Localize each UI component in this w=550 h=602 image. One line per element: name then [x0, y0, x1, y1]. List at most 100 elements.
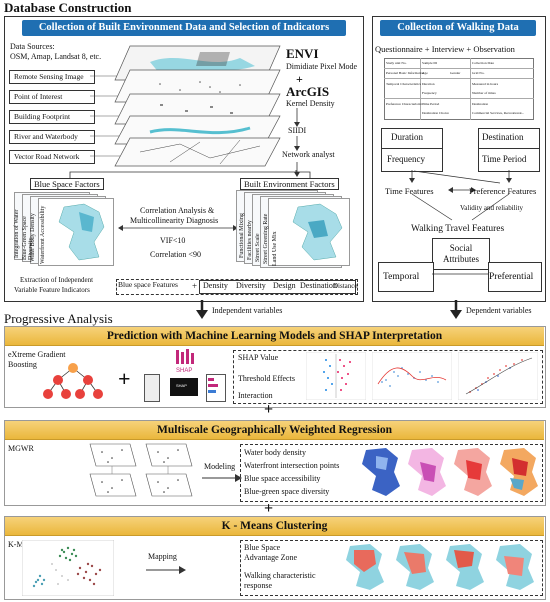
plus-sign-tools: + [296, 72, 303, 86]
shap-logo-text: SHAP [176, 368, 193, 374]
threshold-effects-label: Threshold Effects [238, 374, 295, 383]
feature-destination: Destination [300, 281, 337, 290]
features-box [116, 279, 358, 295]
duration-label: Duration [391, 132, 423, 142]
kmeans-cluster-plot [22, 540, 114, 596]
model-box-label: SHAP [176, 383, 187, 388]
kmeans-output-1-line1: Blue Space [244, 543, 281, 552]
form-cell-5-1: Destination Choice [422, 111, 449, 115]
kmeans-section-header: K - Means Clustering [5, 517, 544, 536]
form-cell-3-2: Number of times [472, 91, 496, 95]
form-cell-3-1: Frequency [422, 91, 437, 95]
form-cell-2-1: Duration [422, 82, 435, 86]
preference-features-label: Preference Features [469, 186, 537, 196]
page-title: Database Construction [4, 0, 132, 15]
siidi-label: SIIDI [288, 126, 307, 135]
built-environment-factors-label: Built Environment Factors [240, 178, 339, 190]
form-cell-4-1: Time Period [422, 102, 440, 106]
frequency-label: Frequency [387, 154, 425, 164]
built-card-label-1: Functional Mixing [239, 213, 245, 258]
built-card-label-3: Street Scale [255, 233, 261, 263]
layer-river-waterbody: River and Waterbody [9, 130, 95, 144]
vif-label: VIF<10 [160, 236, 186, 245]
form-cell-4-2: Destination [472, 102, 489, 106]
walking-travel-features-label: Walking Travel Features [411, 224, 505, 234]
social-attributes-box [432, 238, 490, 270]
layer-poi: Point of Interest [9, 90, 95, 104]
stacked-map-layers [90, 45, 281, 167]
independent-variables-arrow [196, 300, 208, 319]
form-cell-2-2: Measured in hours [472, 82, 499, 86]
built-card-label-4: Street Greening Rate [263, 213, 269, 264]
xgboost-label-line2: Boosting [8, 360, 37, 369]
destination-label: Destination [482, 132, 524, 142]
modeling-label: Modeling [204, 462, 236, 471]
extraction-line1: Extraction of Independent [20, 276, 94, 284]
correlation-threshold-label: Correlation <90 [150, 250, 201, 259]
built-card-label-5: Land Use Mix [272, 231, 278, 266]
ml-outputs-box [233, 350, 543, 404]
mgwr-output-1: Water body density [244, 448, 307, 457]
plus-between-mgwr-kmeans: + [264, 500, 274, 517]
layer-remote-sensing: Remote Sensing Image [9, 70, 95, 84]
form-cell-5-2: Commercial Services, Recreational... [472, 111, 525, 115]
blue-space-features-label: Blue space Features [118, 280, 178, 289]
collection-methods: Questionnaire + Interview + Observation [375, 44, 515, 54]
built-card-label-2: Facilities nearby [247, 220, 253, 260]
blue-card-label-1: Integration of Water [14, 209, 20, 258]
time-features-label: Time Features [385, 186, 434, 196]
mgwr-label: MGWR [8, 444, 34, 453]
correlation-analysis-line2: Multicollinearity Diagnosis [130, 216, 219, 225]
arcgis-subtitle: Kernel Density [286, 99, 335, 108]
form-cell-1-1: Age [422, 71, 428, 75]
built-factor-cards [236, 190, 356, 268]
network-analyst-label: Network analyst [282, 150, 335, 159]
social-attributes-label: Social Attributes [443, 243, 479, 264]
preferential-label: Preferential [489, 272, 534, 282]
shap-beeswarm-plot [306, 352, 366, 400]
feature-design: Design [273, 281, 296, 290]
plus-between-ml-mgwr: + [264, 401, 274, 418]
feature-diversity: Diversity [236, 281, 266, 290]
form-cell-0-0: Study unit No. [386, 61, 407, 65]
kmeans-output-2-line2: response [244, 581, 272, 590]
envi-label: ENVI [286, 46, 319, 61]
layer-road-network: Vector Road Network [9, 150, 95, 164]
shap-value-label: SHAP Value [238, 353, 279, 362]
temporal-label: Temporal [383, 272, 420, 282]
extraction-line2: Variable Feature Indicators [14, 286, 90, 294]
ml-section-header: Prediction with Machine Learning Models … [5, 327, 544, 346]
form-cell-0-2: Collection Date [472, 61, 495, 65]
attribute-connectors [432, 273, 488, 275]
form-cell-4-0: Preference Characteristics [386, 102, 423, 106]
mapping-arrow [146, 566, 186, 574]
tool-arrows [294, 108, 300, 177]
temporal-box [378, 262, 434, 292]
independent-variables-label: Independent variables [212, 306, 283, 315]
mgwr-output-2: Waterfront intersection points [244, 461, 340, 470]
features-plus: + [192, 281, 198, 291]
progressive-analysis-title: Progressive Analysis [4, 311, 113, 326]
feature-distance: Distance [333, 282, 358, 290]
built-environment-header: Collection of Built Environment Data and… [22, 20, 346, 36]
envi-subtitle: Dimidiate Pixel Mode [286, 62, 358, 71]
dependent-variables-arrow [450, 300, 462, 319]
arcgis-label: ArcGIS [286, 84, 330, 99]
interaction-scatter-plot [458, 352, 538, 400]
mgwr-coefficient-maps [362, 448, 538, 496]
ml-plus-sign: + [118, 366, 131, 391]
interaction-label: Interaction [238, 391, 273, 400]
threshold-scatter-plot [372, 352, 452, 400]
form-cell-2-0: Temporal Characteristics [386, 82, 422, 86]
mapping-label: Mapping [148, 552, 177, 561]
decision-tree-icon [43, 363, 103, 399]
form-cell-1-3: Grid No. [472, 71, 485, 75]
validity-label: Validity and reliability [460, 204, 523, 212]
walking-flow-arrows [409, 170, 512, 221]
mgwr-point-grids [89, 443, 193, 497]
mgwr-output-3: Blue space accessibility [244, 474, 321, 483]
dependent-variables-label: Dependent variables [466, 306, 532, 315]
shap-logo-icon [176, 349, 194, 364]
correlation-analysis-line1: Correlation Analysis & [140, 206, 215, 215]
blue-card-label-4: Waterfront Accessibility [40, 205, 46, 264]
